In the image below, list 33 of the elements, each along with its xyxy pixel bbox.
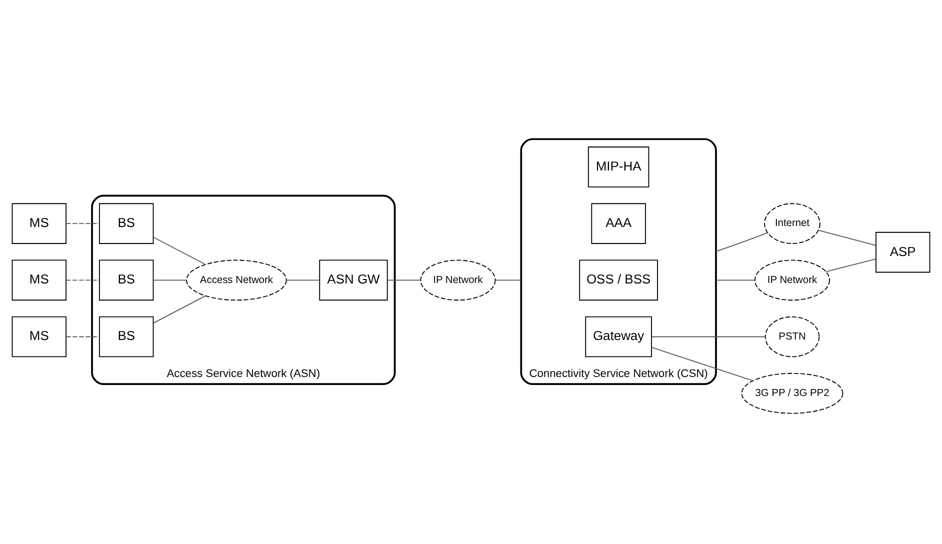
- connector: [826, 258, 876, 272]
- connector: [153, 279, 187, 280]
- node-box: MS: [12, 202, 66, 244]
- node-ellipse: Internet: [764, 202, 820, 244]
- node-box: Gateway: [585, 316, 652, 357]
- connector: [286, 279, 320, 280]
- node-ellipse: IP Network: [754, 259, 830, 300]
- connector: [153, 294, 206, 323]
- connector: [716, 279, 756, 280]
- node-box: ASP: [876, 231, 930, 272]
- node-box: BS: [98, 316, 154, 357]
- connector: [651, 336, 766, 337]
- node-box: MS: [12, 259, 66, 300]
- node-box: BS: [98, 259, 154, 300]
- connector: [716, 232, 768, 252]
- connector: [66, 336, 100, 337]
- connector: [153, 236, 206, 264]
- node-ellipse: 3G PP / 3G PP2: [741, 372, 844, 414]
- node-ellipse: IP Network: [420, 259, 496, 300]
- connector: [386, 279, 421, 280]
- node-ellipse: PSTN: [764, 316, 820, 357]
- node-box: OSS / BSS: [579, 259, 658, 300]
- node-box: ASN GW: [319, 259, 388, 300]
- connector: [651, 346, 754, 381]
- node-box: MS: [12, 316, 66, 357]
- connector: [66, 222, 100, 224]
- node-ellipse: Access Network: [186, 259, 287, 300]
- connector: [494, 279, 522, 280]
- node-box: AAA: [591, 202, 646, 244]
- connector: [818, 229, 876, 246]
- connector: [66, 279, 100, 280]
- node-box: BS: [98, 202, 154, 244]
- node-box: MIP-HA: [588, 146, 650, 187]
